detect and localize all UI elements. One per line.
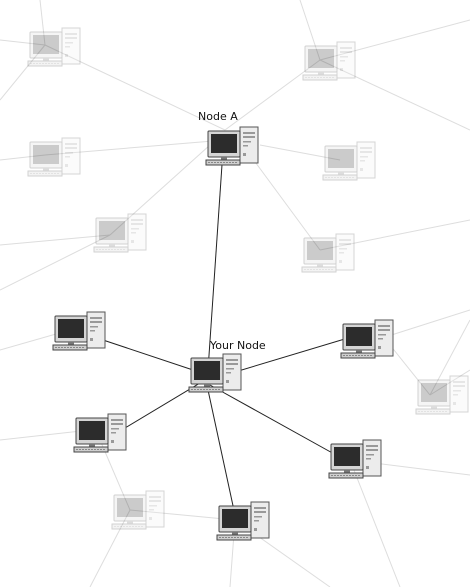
faded-computer-icon — [301, 233, 355, 273]
edge-your-node-left-upper — [87, 334, 209, 376]
desktop-computer-icon — [188, 353, 242, 393]
faded-computer-icon — [27, 27, 81, 67]
peer-bottom[interactable] — [216, 501, 270, 541]
your-node[interactable]: Your Node — [188, 339, 266, 393]
your-node-label: Your Node — [209, 339, 266, 352]
node-a[interactable]: Node A — [198, 110, 259, 166]
peer-left-lower[interactable] — [73, 413, 127, 453]
desktop-computer-icon — [216, 501, 270, 541]
faded-computer-icon — [93, 213, 147, 253]
desktop-computer-icon — [52, 311, 106, 351]
edge-your-node-right-lower — [209, 384, 346, 461]
faded-computer-icon — [322, 141, 376, 181]
desktop-computer-icon — [205, 126, 259, 166]
faded-computer-icon — [415, 375, 469, 415]
node-a-label: Node A — [198, 110, 238, 123]
faded-computer-icon — [302, 41, 356, 81]
edge-your-node-node-a — [207, 149, 224, 371]
edge-your-node-right-upper — [224, 334, 359, 376]
faded-nodes — [27, 27, 469, 530]
active-edges — [87, 149, 359, 516]
peer-left-upper[interactable] — [52, 311, 106, 351]
edge-your-node-bottom — [207, 389, 236, 516]
desktop-computer-icon — [73, 413, 127, 453]
faded-computer-icon — [111, 490, 165, 530]
faded-computer-icon — [27, 137, 81, 177]
peer-right-upper[interactable] — [340, 319, 394, 359]
desktop-computer-icon — [340, 319, 394, 359]
